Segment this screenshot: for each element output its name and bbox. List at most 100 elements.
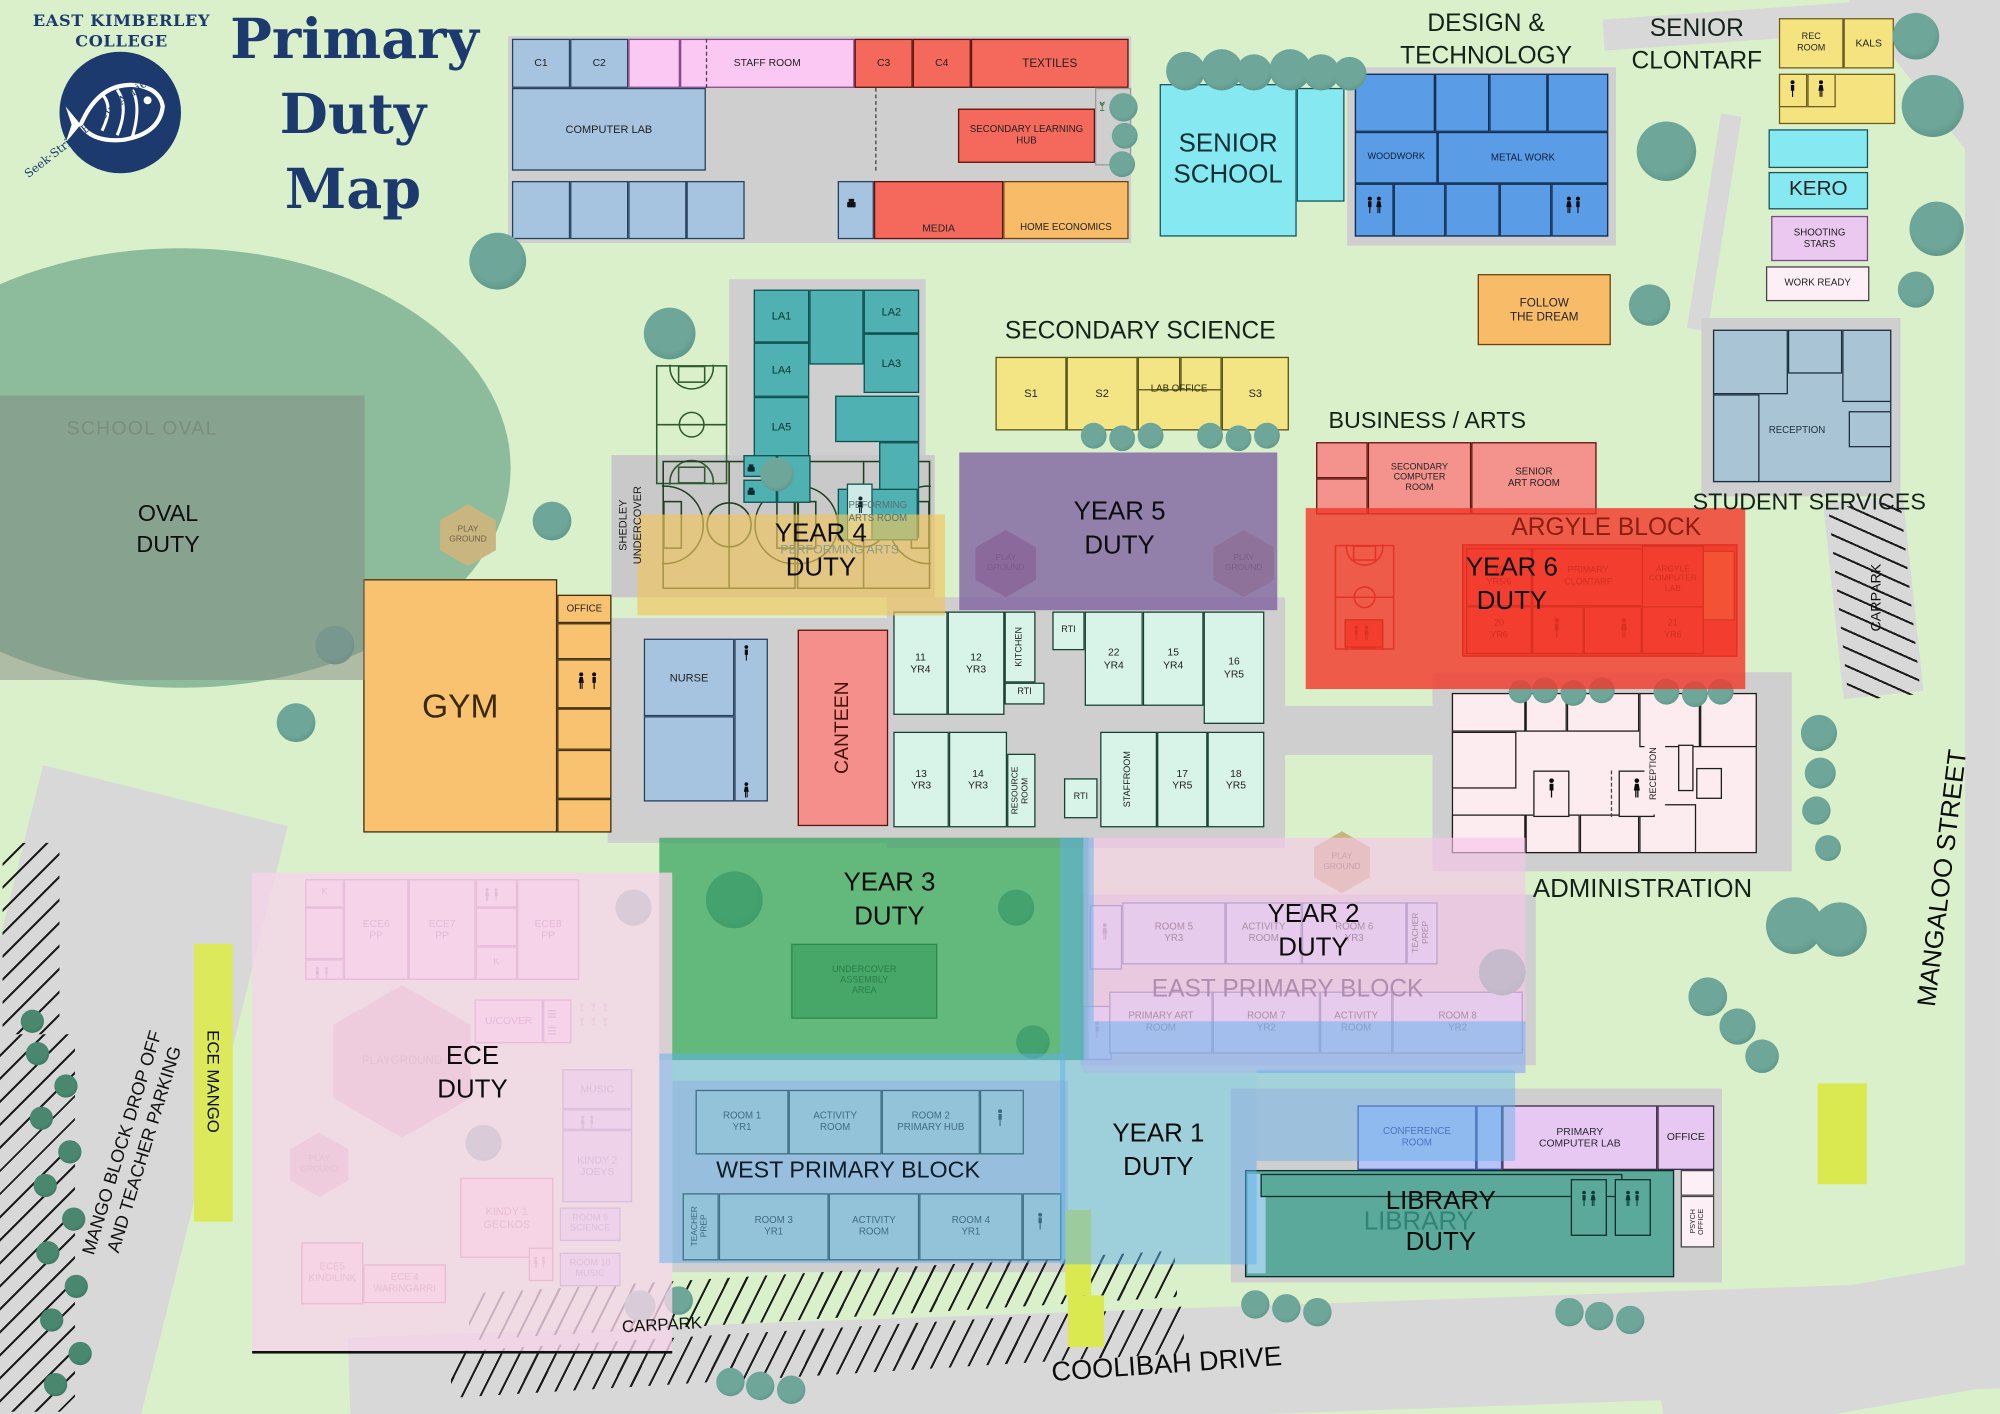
divider-dashed	[1610, 770, 1613, 818]
zone-oval-duty	[0, 395, 365, 681]
room-reception: RECEPTION	[1644, 731, 1666, 815]
room-rti: RTI	[1052, 611, 1085, 651]
fish-icon	[65, 82, 165, 143]
room-rti: RTI	[1004, 682, 1045, 705]
male-person-icon	[1633, 1189, 1642, 1207]
room-cell	[1570, 1179, 1607, 1236]
female-person-icon	[1632, 778, 1643, 798]
room-home-economics: HOME ECONOMICS	[1003, 180, 1129, 240]
label-year-1-duty: YEAR 1 DUTY	[1112, 1119, 1205, 1183]
room-cell	[1525, 814, 1580, 854]
tree-icon	[1166, 51, 1205, 91]
room-cell	[1712, 329, 1788, 395]
tree-icon	[1909, 201, 1964, 256]
label-west-primary-block: WEST PRIMARY BLOCK	[716, 1157, 980, 1183]
room-cell	[557, 798, 612, 833]
label-lab-office: LAB OFFICE	[1150, 382, 1208, 395]
label-ece-duty: ECE DUTY	[437, 1041, 508, 1105]
printer-icon	[747, 458, 755, 472]
tree-icon	[469, 232, 527, 290]
divider-dashed	[875, 87, 877, 171]
tree-icon	[29, 1106, 54, 1130]
room-cell	[628, 38, 681, 88]
room-follow-the-dream: FOLLOW THE DREAM	[1477, 274, 1611, 346]
female-person-icon	[1589, 1189, 1598, 1207]
tree-icon	[1109, 93, 1138, 122]
tree-icon	[1688, 977, 1728, 1017]
zone-year-5-duty	[959, 452, 1278, 611]
male-person-icon	[1365, 196, 1374, 214]
female-person-icon	[1374, 196, 1383, 214]
room-psych-office: PSYCH OFFICE	[1680, 1195, 1715, 1248]
room-cell	[557, 749, 612, 799]
room-cell	[835, 395, 920, 443]
tree-icon	[776, 1375, 806, 1404]
zone-year-1-west	[659, 1053, 1066, 1264]
room-cell	[1445, 183, 1500, 237]
label-year-6-duty: YEAR 6 DUTY	[1465, 553, 1558, 616]
room-resource-room: RESOURCE ROOM	[1007, 753, 1036, 828]
tree-icon	[1804, 757, 1836, 789]
parking-hatches	[2, 842, 60, 1035]
tree-icon	[1584, 1301, 1614, 1331]
room-la3: LA3	[863, 333, 920, 394]
tree-icon	[43, 1372, 68, 1397]
room-cell	[511, 180, 571, 240]
tree-icon	[745, 1371, 775, 1401]
room-13-yr3: 13 YR3	[893, 731, 949, 828]
tree-icon	[1241, 1290, 1270, 1319]
room-c4: C4	[912, 38, 971, 88]
room-11-yr4: 11 YR4	[893, 611, 948, 715]
label-oval-duty: OVAL DUTY	[136, 500, 200, 557]
room-s2: S2	[1066, 356, 1138, 431]
room-cell	[686, 180, 745, 240]
female-person-icon	[1816, 80, 1825, 97]
printer-icon	[847, 194, 856, 211]
room-gym: GYM	[363, 579, 558, 833]
tree-icon	[716, 1367, 745, 1397]
zone-year-1-band	[1093, 1021, 1526, 1074]
label-library: LIBRARY	[1385, 1186, 1496, 1216]
label-east-primary-block: EAST PRIMARY BLOCK	[1151, 976, 1424, 1004]
room-conference-room: CONFERENCE ROOM	[1357, 1105, 1477, 1170]
room-nurse: NURSE	[643, 638, 735, 717]
road-right	[1965, 0, 2000, 1355]
label-student-services: STUDENT SERVICES	[1692, 488, 1926, 515]
room-staff-room: STAFF ROOM	[680, 38, 855, 88]
male-person-icon	[590, 672, 599, 690]
male-person-icon	[1788, 80, 1797, 97]
female-person-icon	[1564, 196, 1573, 214]
room-cell	[1137, 356, 1181, 391]
room-primary-computer-lab: PRIMARY COMPUTER LAB	[1502, 1105, 1658, 1170]
tree-icon	[760, 457, 794, 492]
label-business-arts: BUSINESS / ARTS	[1328, 407, 1526, 434]
room-kals: KALS	[1843, 18, 1894, 69]
tree-icon	[1109, 151, 1136, 178]
room-la5: LA5	[753, 396, 810, 457]
room-cell	[557, 708, 612, 750]
room-cell	[1393, 183, 1446, 237]
tree-icon	[1636, 121, 1697, 181]
room-cell	[1712, 394, 1760, 483]
tree-icon	[1332, 56, 1367, 91]
tree-icon	[20, 1009, 44, 1033]
printer-icon	[747, 481, 755, 495]
room-14-yr3: 14 YR3	[948, 731, 1008, 828]
room-cell	[1316, 442, 1368, 479]
room-cell	[1678, 744, 1694, 792]
tree-icon	[1745, 1039, 1779, 1074]
label-shedley-undercover: SHEDLEY UNDERCOVER	[616, 486, 644, 565]
room-cell	[1296, 87, 1345, 202]
male-person-icon	[742, 644, 751, 661]
room-c3: C3	[854, 38, 913, 88]
room-s1: S1	[995, 356, 1067, 431]
room-secondary-computer-room: SECONDARY COMPUTER ROOM	[1367, 442, 1472, 515]
room-s3: S3	[1221, 356, 1289, 431]
label-school-oval: SCHOOL OVAL	[66, 417, 218, 440]
room-cell	[1489, 73, 1548, 132]
tree-icon	[1197, 422, 1223, 449]
school-logo-icon	[59, 51, 181, 174]
tree-icon	[532, 501, 572, 541]
label-performing-arts: PERFORMING ARTS	[780, 542, 899, 558]
